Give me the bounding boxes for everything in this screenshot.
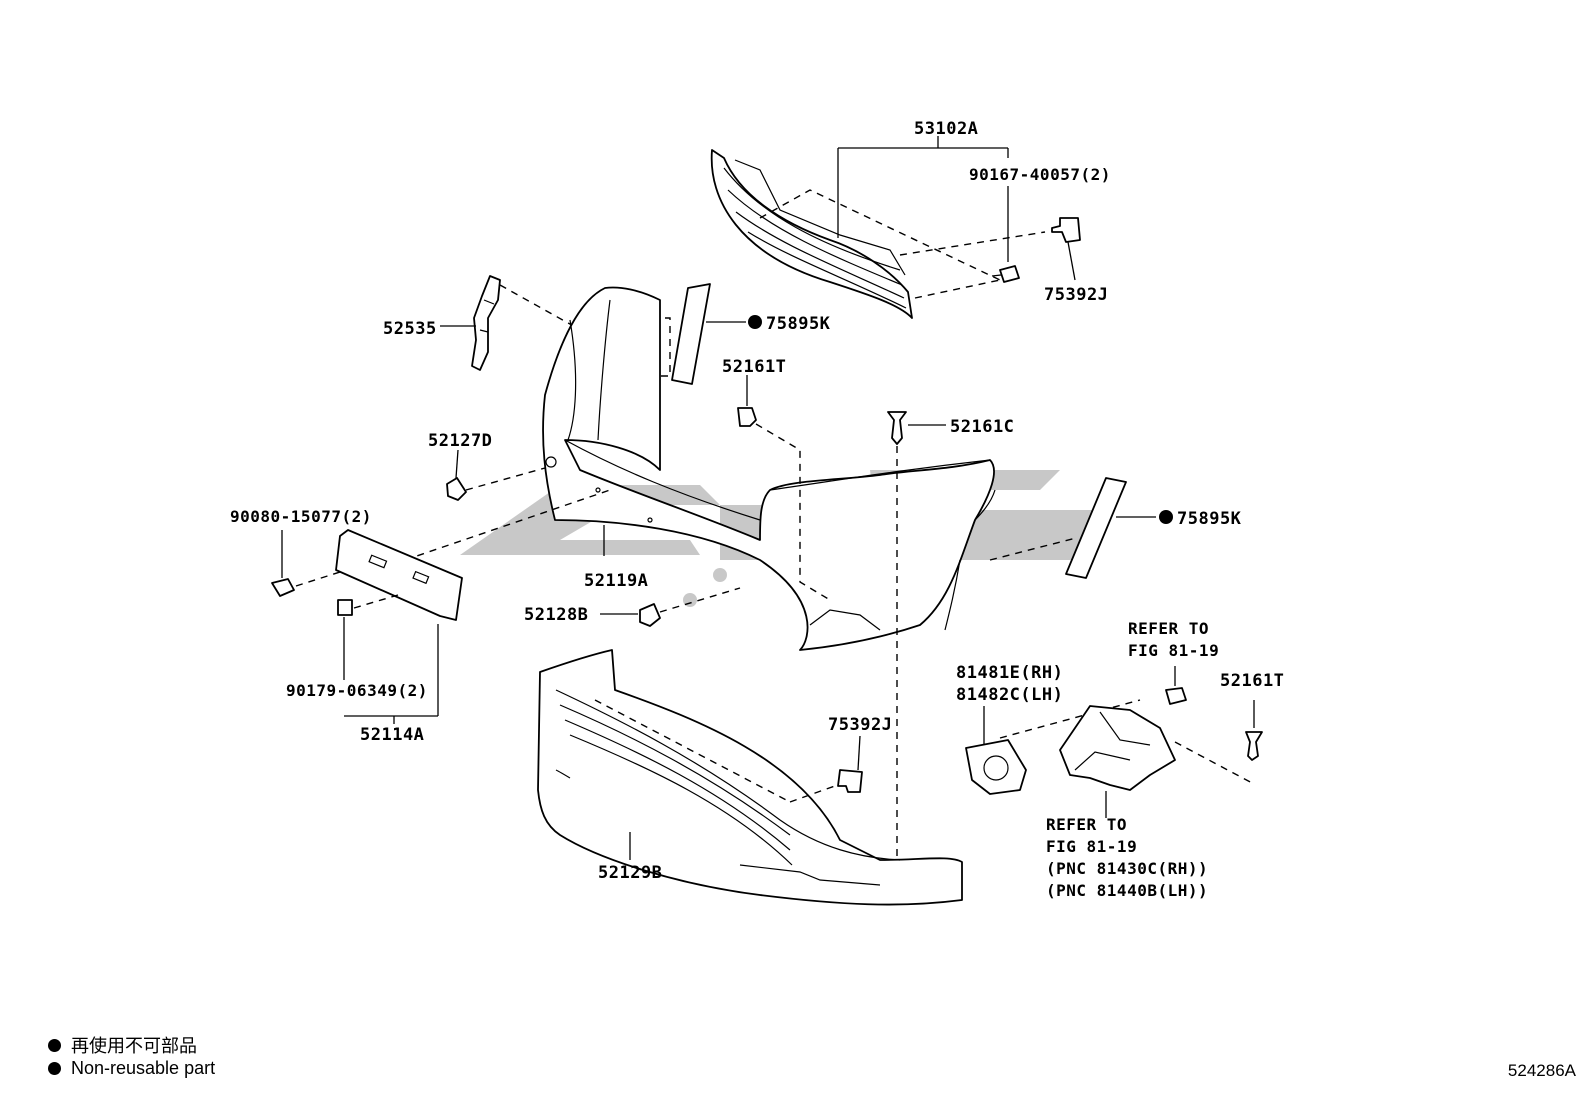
cap-52128B <box>639 603 661 627</box>
clip-52161T-right <box>1245 731 1263 761</box>
label-90167-40057: 90167-40057(2) <box>969 165 1111 184</box>
label-refer-to-2: REFER TO <box>1046 815 1127 834</box>
label-fig-81-19-1: FIG 81-19 <box>1128 641 1219 660</box>
label-81481E-rh: 81481E(RH) <box>956 663 1063 683</box>
label-52129B: 52129B <box>598 863 662 883</box>
legend-dot-icon <box>48 1038 61 1052</box>
screw-refer-fig-81-19 <box>1165 687 1187 705</box>
non-reusable-dot <box>748 315 762 329</box>
label-52128B: 52128B <box>524 605 588 625</box>
cap-52127D <box>446 477 467 501</box>
non-reusable-dot <box>1159 510 1173 524</box>
label-52127D: 52127D <box>428 431 492 451</box>
label-52161T-top: 52161T <box>722 357 786 377</box>
label-52161T-right: 52161T <box>1220 671 1284 691</box>
screw-90167-40057 <box>991 265 1020 283</box>
label-fig-81-19-2: FIG 81-19 <box>1046 837 1137 856</box>
legend-dot-icon <box>48 1062 61 1075</box>
clip-75392J-top <box>1051 217 1081 243</box>
fog-lamp-assembly <box>1059 705 1176 791</box>
bracket-52535 <box>471 275 501 371</box>
clip-75392J-low <box>837 769 863 793</box>
lower-grille-52129B <box>537 649 963 906</box>
legend-en-text: Non-reusable part <box>71 1058 216 1078</box>
clip-52161C <box>887 411 907 445</box>
figure-id: 524286A <box>1507 1061 1576 1080</box>
label-75392J-low: 75392J <box>828 715 892 735</box>
legend-jp-text: 再使用不可部品 <box>71 1036 197 1056</box>
screw-90080-15077 <box>271 578 295 597</box>
fog-cover-81481E-81482C <box>965 739 1027 795</box>
bumper-cover-52119A <box>542 286 996 651</box>
upper-grille-53102A <box>710 149 913 319</box>
label-52119A: 52119A <box>584 571 648 591</box>
label-81482C-lh: 81482C(LH) <box>956 685 1063 705</box>
label-refer-to-1: REFER TO <box>1128 619 1209 638</box>
label-52114A: 52114A <box>360 725 424 745</box>
license-bracket-52114A <box>335 529 463 621</box>
label-75895K-right: 75895K <box>1177 509 1242 529</box>
label-pnc-81430c: (PNC 81430C(RH)) <box>1046 859 1208 878</box>
label-90179-06349: 90179-06349(2) <box>286 681 428 700</box>
nut-90179-06349 <box>337 599 353 616</box>
label-52535: 52535 <box>383 319 437 339</box>
legend-jp: 再使用不可部品 <box>48 1032 197 1058</box>
label-75392J-top: 75392J <box>1044 285 1108 305</box>
label-53102A: 53102A <box>914 119 978 139</box>
label-52161C: 52161C <box>950 417 1014 437</box>
label-pnc-81440b: (PNC 81440B(LH)) <box>1046 881 1208 900</box>
label-75895K-top: 75895K <box>766 314 831 334</box>
legend-en: Non-reusable part <box>48 1058 215 1079</box>
label-90080-15077: 90080-15077(2) <box>230 507 372 526</box>
strip-75895K-right <box>1065 477 1127 579</box>
clip-52161T-top <box>737 407 757 427</box>
strip-75895K-top <box>671 283 711 385</box>
